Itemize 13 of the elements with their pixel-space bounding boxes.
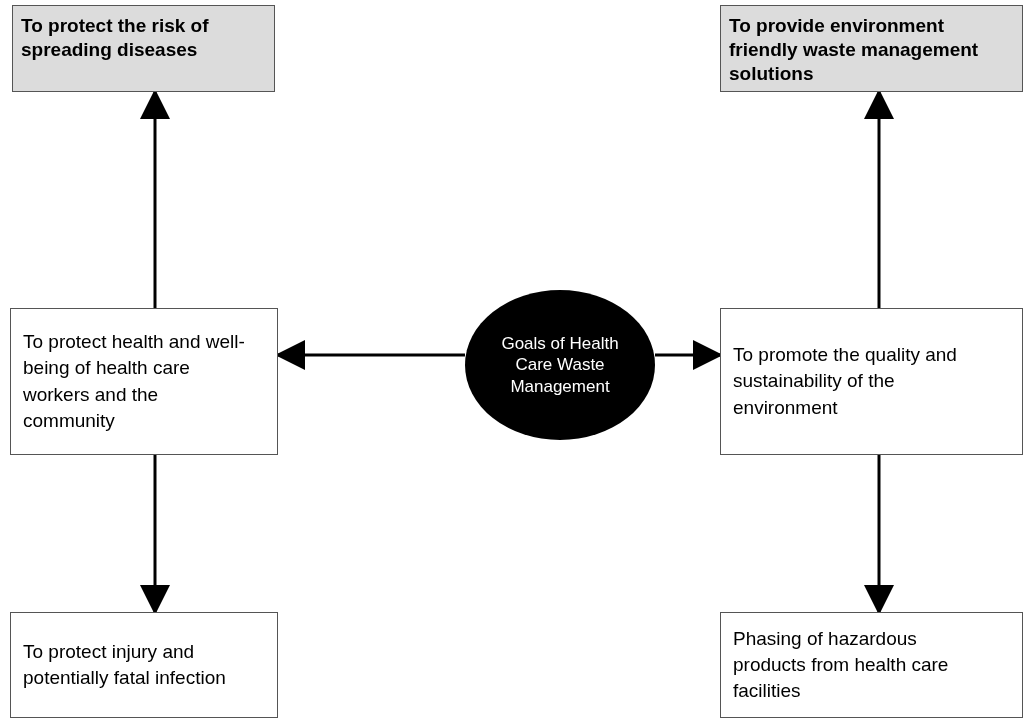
goal-box bbox=[720, 5, 1023, 92]
node-text: Goals of Health Care Waste Management bbox=[500, 333, 620, 397]
node-text: To protect injury and potentially fatal infection bbox=[23, 639, 227, 690]
node-text: To protect health and well-being of health care workers and the community bbox=[23, 330, 245, 433]
node-text: Phasing of hazardous products from health care facilities bbox=[733, 626, 950, 704]
goal-box bbox=[10, 612, 278, 718]
goal-box bbox=[10, 308, 278, 455]
goal-box bbox=[12, 5, 275, 92]
goal-box bbox=[720, 612, 1023, 718]
node-text: To promote the quality and sustainability of the environment bbox=[733, 343, 958, 420]
goal-box bbox=[720, 308, 1023, 455]
node-text: To protect the risk of spreading diseases bbox=[21, 14, 210, 62]
node-text: To provide environment friendly waste management solutions bbox=[729, 14, 980, 86]
